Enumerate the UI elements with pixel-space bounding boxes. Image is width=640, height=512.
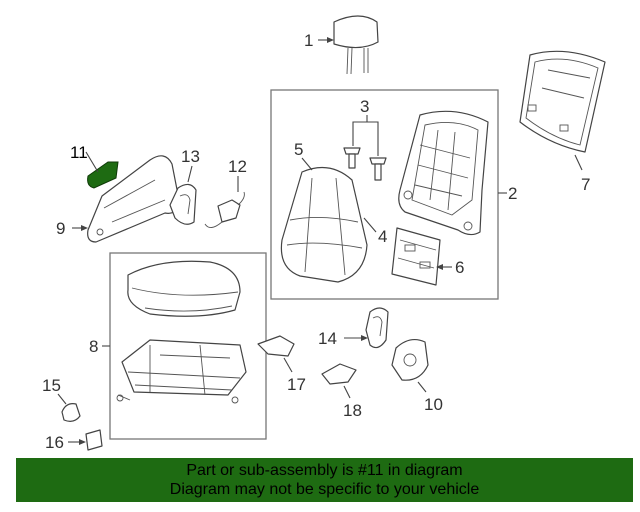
callout-15: 15 [42,376,61,395]
lumbar-plate-part[interactable] [391,227,441,286]
leader-6-arrow [436,264,443,270]
parts-diagram: 1 3 5 4 2 6 [42,15,606,452]
leader-18 [343,385,351,399]
clip-part-16[interactable] [85,429,103,451]
screw-parts[interactable] [343,147,387,181]
leader-3 [352,115,379,156]
callout-2: 2 [508,184,517,203]
seat-back-panel-part[interactable] [519,50,606,153]
callout-14: 14 [318,329,337,348]
callout-10: 10 [424,395,443,414]
seat-track-frame-part[interactable] [116,339,247,404]
leader-15 [57,393,67,405]
cap-part-15[interactable] [61,403,81,422]
trim-part-18[interactable] [321,363,357,385]
bracket-part-13[interactable] [169,183,197,225]
wire-harness-part[interactable] [204,191,245,228]
leader-14-arrow [361,335,368,341]
callout-11: 11 [70,143,88,162]
seat-cushion-part[interactable] [127,260,241,317]
banner-line-2: Diagram may not be specific to your vehi… [169,481,480,498]
callout-3: 3 [360,97,369,116]
callout-18: 18 [343,401,362,420]
recliner-cover-part[interactable] [391,338,429,381]
trim-part-17[interactable] [257,335,295,357]
headrest-part[interactable] [333,15,379,75]
callout-13: 13 [181,147,200,166]
leader-5 [301,157,313,171]
leader-4 [363,217,377,233]
hinge-cover-part-14[interactable] [365,307,389,349]
callout-5: 5 [294,140,303,159]
leader-7 [574,154,583,171]
banner-line-1: Part or sub-assembly is #11 in diagram [186,462,463,479]
seat-back-cover-part[interactable] [280,166,368,283]
leader-11 [85,151,99,173]
callout-4: 4 [378,227,387,246]
seat-back-group-box [270,89,499,300]
callout-17: 17 [287,375,306,394]
callout-12: 12 [228,157,247,176]
callout-6: 6 [455,258,464,277]
callout-8: 8 [89,337,98,356]
leader-13 [187,165,193,183]
callout-16: 16 [45,433,64,452]
callout-1: 1 [304,31,313,50]
callout-7: 7 [581,175,590,194]
seat-back-frame-part[interactable] [398,110,489,236]
leader-9-arrow [81,225,88,231]
highlighted-part-11[interactable] [87,161,119,189]
leader-17 [283,357,293,373]
callout-9: 9 [56,219,65,238]
info-banner: Part or sub-assembly is #11 in diagram D… [16,458,633,502]
leader-16-arrow [79,439,86,445]
leader-1-arrow [327,37,334,43]
leader-10 [417,381,427,393]
